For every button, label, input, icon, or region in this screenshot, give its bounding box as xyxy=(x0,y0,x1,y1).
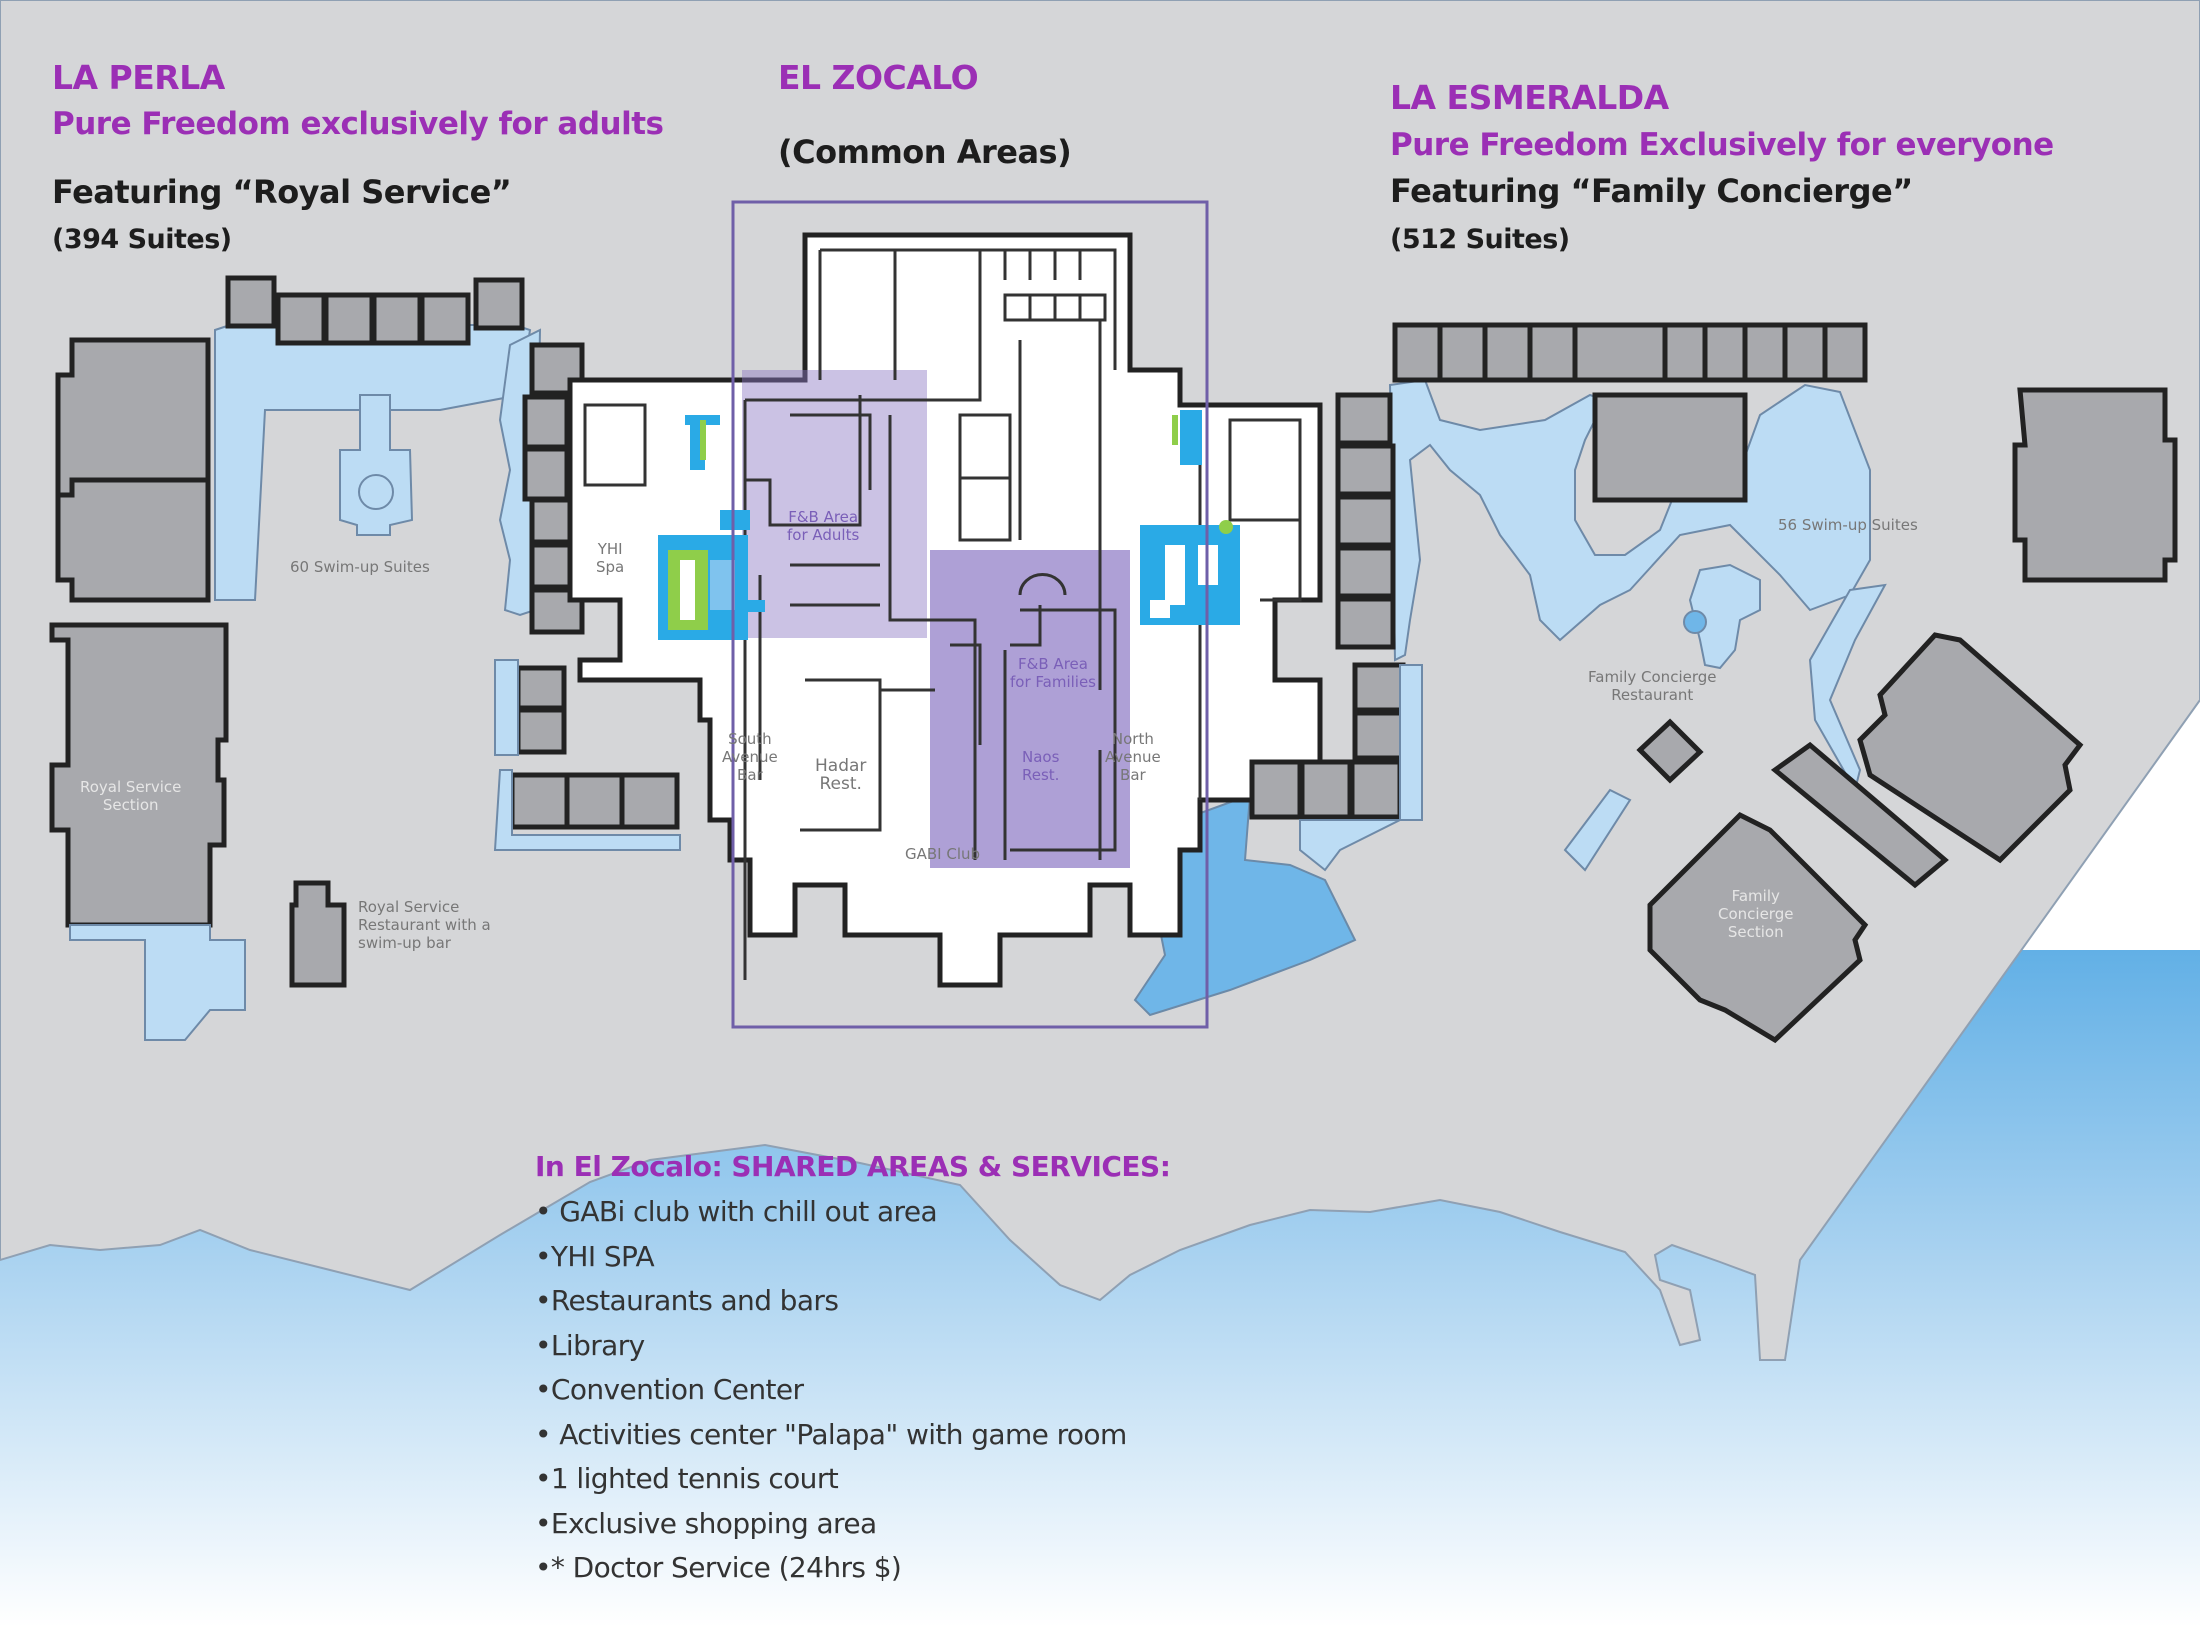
la-esmeralda-featuring: Featuring “Family Concierge” xyxy=(1390,172,1913,210)
royal-pool xyxy=(69,924,246,1041)
label-family-concierge-section: Family Concierge Section xyxy=(1718,887,1794,941)
la-perla-suite-count: (394 Suites) xyxy=(52,224,232,255)
label-60-swim-up-suites: 60 Swim-up Suites xyxy=(290,558,430,576)
la-perla-featuring: Featuring “Royal Service” xyxy=(52,173,512,211)
la-esmeralda-tagline: Pure Freedom Exclusively for everyone xyxy=(1390,127,2054,163)
label-56-swim-up-suites: 56 Swim-up Suites xyxy=(1778,516,1918,534)
esmeralda-side-pool xyxy=(1299,664,1423,872)
label-fb-families: F&B Area for Families xyxy=(1010,655,1096,691)
service-item: •Library xyxy=(535,1328,645,1362)
service-item: •1 lighted tennis court xyxy=(535,1462,839,1495)
el-zocalo-building xyxy=(567,200,1323,1029)
label-family-concierge-restaurant: Family Concierge Restaurant xyxy=(1588,668,1717,704)
label-royal-service-section: Royal Service Section xyxy=(80,778,182,814)
esmeralda-diag-pool xyxy=(1808,583,1887,793)
services-title: In El Zocalo: SHARED AREAS & SERVICES: xyxy=(535,1150,1171,1183)
perla-fountain xyxy=(358,474,394,510)
la-esmeralda-suite-count: (512 Suites) xyxy=(1390,224,1570,255)
label-naos-rest: Naos Rest. xyxy=(1022,748,1060,784)
la-perla-tagline: Pure Freedom exclusively for adults xyxy=(52,106,664,142)
label-royal-service-restaurant: Royal Service Restaurant with a swim-up … xyxy=(358,898,491,952)
service-item: •Restaurants and bars xyxy=(535,1284,839,1317)
service-item: • GABi club with chill out area xyxy=(535,1195,938,1228)
la-perla-title: LA PERLA xyxy=(52,58,225,97)
family-concierge-section-building xyxy=(1647,811,1869,1044)
zocalo-frame xyxy=(731,200,1209,1029)
service-item: •YHI SPA xyxy=(535,1239,655,1273)
services-list: • GABi club with chill out area •YHI SPA… xyxy=(535,1190,1127,1591)
el-zocalo-title: EL ZOCALO xyxy=(778,58,979,97)
fb-families-area xyxy=(930,550,1130,868)
perla-center-pool xyxy=(339,394,414,536)
service-item: • Activities center "Palapa" with game r… xyxy=(535,1417,1127,1451)
la-esmeralda-buildings xyxy=(1249,322,2178,1044)
el-zocalo-subtitle: (Common Areas) xyxy=(778,133,1072,171)
royal-service-restaurant-building xyxy=(289,880,347,988)
la-esmeralda-title: LA ESMERALDA xyxy=(1390,78,1669,117)
spa-pools-right xyxy=(1140,410,1240,625)
service-item: •Exclusive shopping area xyxy=(535,1506,877,1540)
esmeralda-rect-pool xyxy=(1563,788,1632,872)
la-perla-buildings xyxy=(49,275,680,988)
label-yhi-spa: YHI Spa xyxy=(596,540,625,576)
perla-side-pools xyxy=(493,659,681,851)
service-item: •* Doctor Service (24hrs $) xyxy=(535,1551,902,1584)
esmeralda-pool xyxy=(1388,378,1871,662)
label-fb-adults: F&B Area for Adults xyxy=(787,508,860,544)
label-south-avenue-bar: South Avenue Bar xyxy=(722,730,778,784)
royal-service-section-building xyxy=(49,622,229,928)
label-north-avenue-bar: North Avenue Bar xyxy=(1105,730,1161,784)
label-gabi-club: GABI Club xyxy=(905,845,981,863)
label-hadar-rest: Hadar Rest. xyxy=(815,756,867,794)
service-item: •Convention Center xyxy=(535,1373,804,1406)
esmeralda-small-pool xyxy=(1683,610,1707,634)
